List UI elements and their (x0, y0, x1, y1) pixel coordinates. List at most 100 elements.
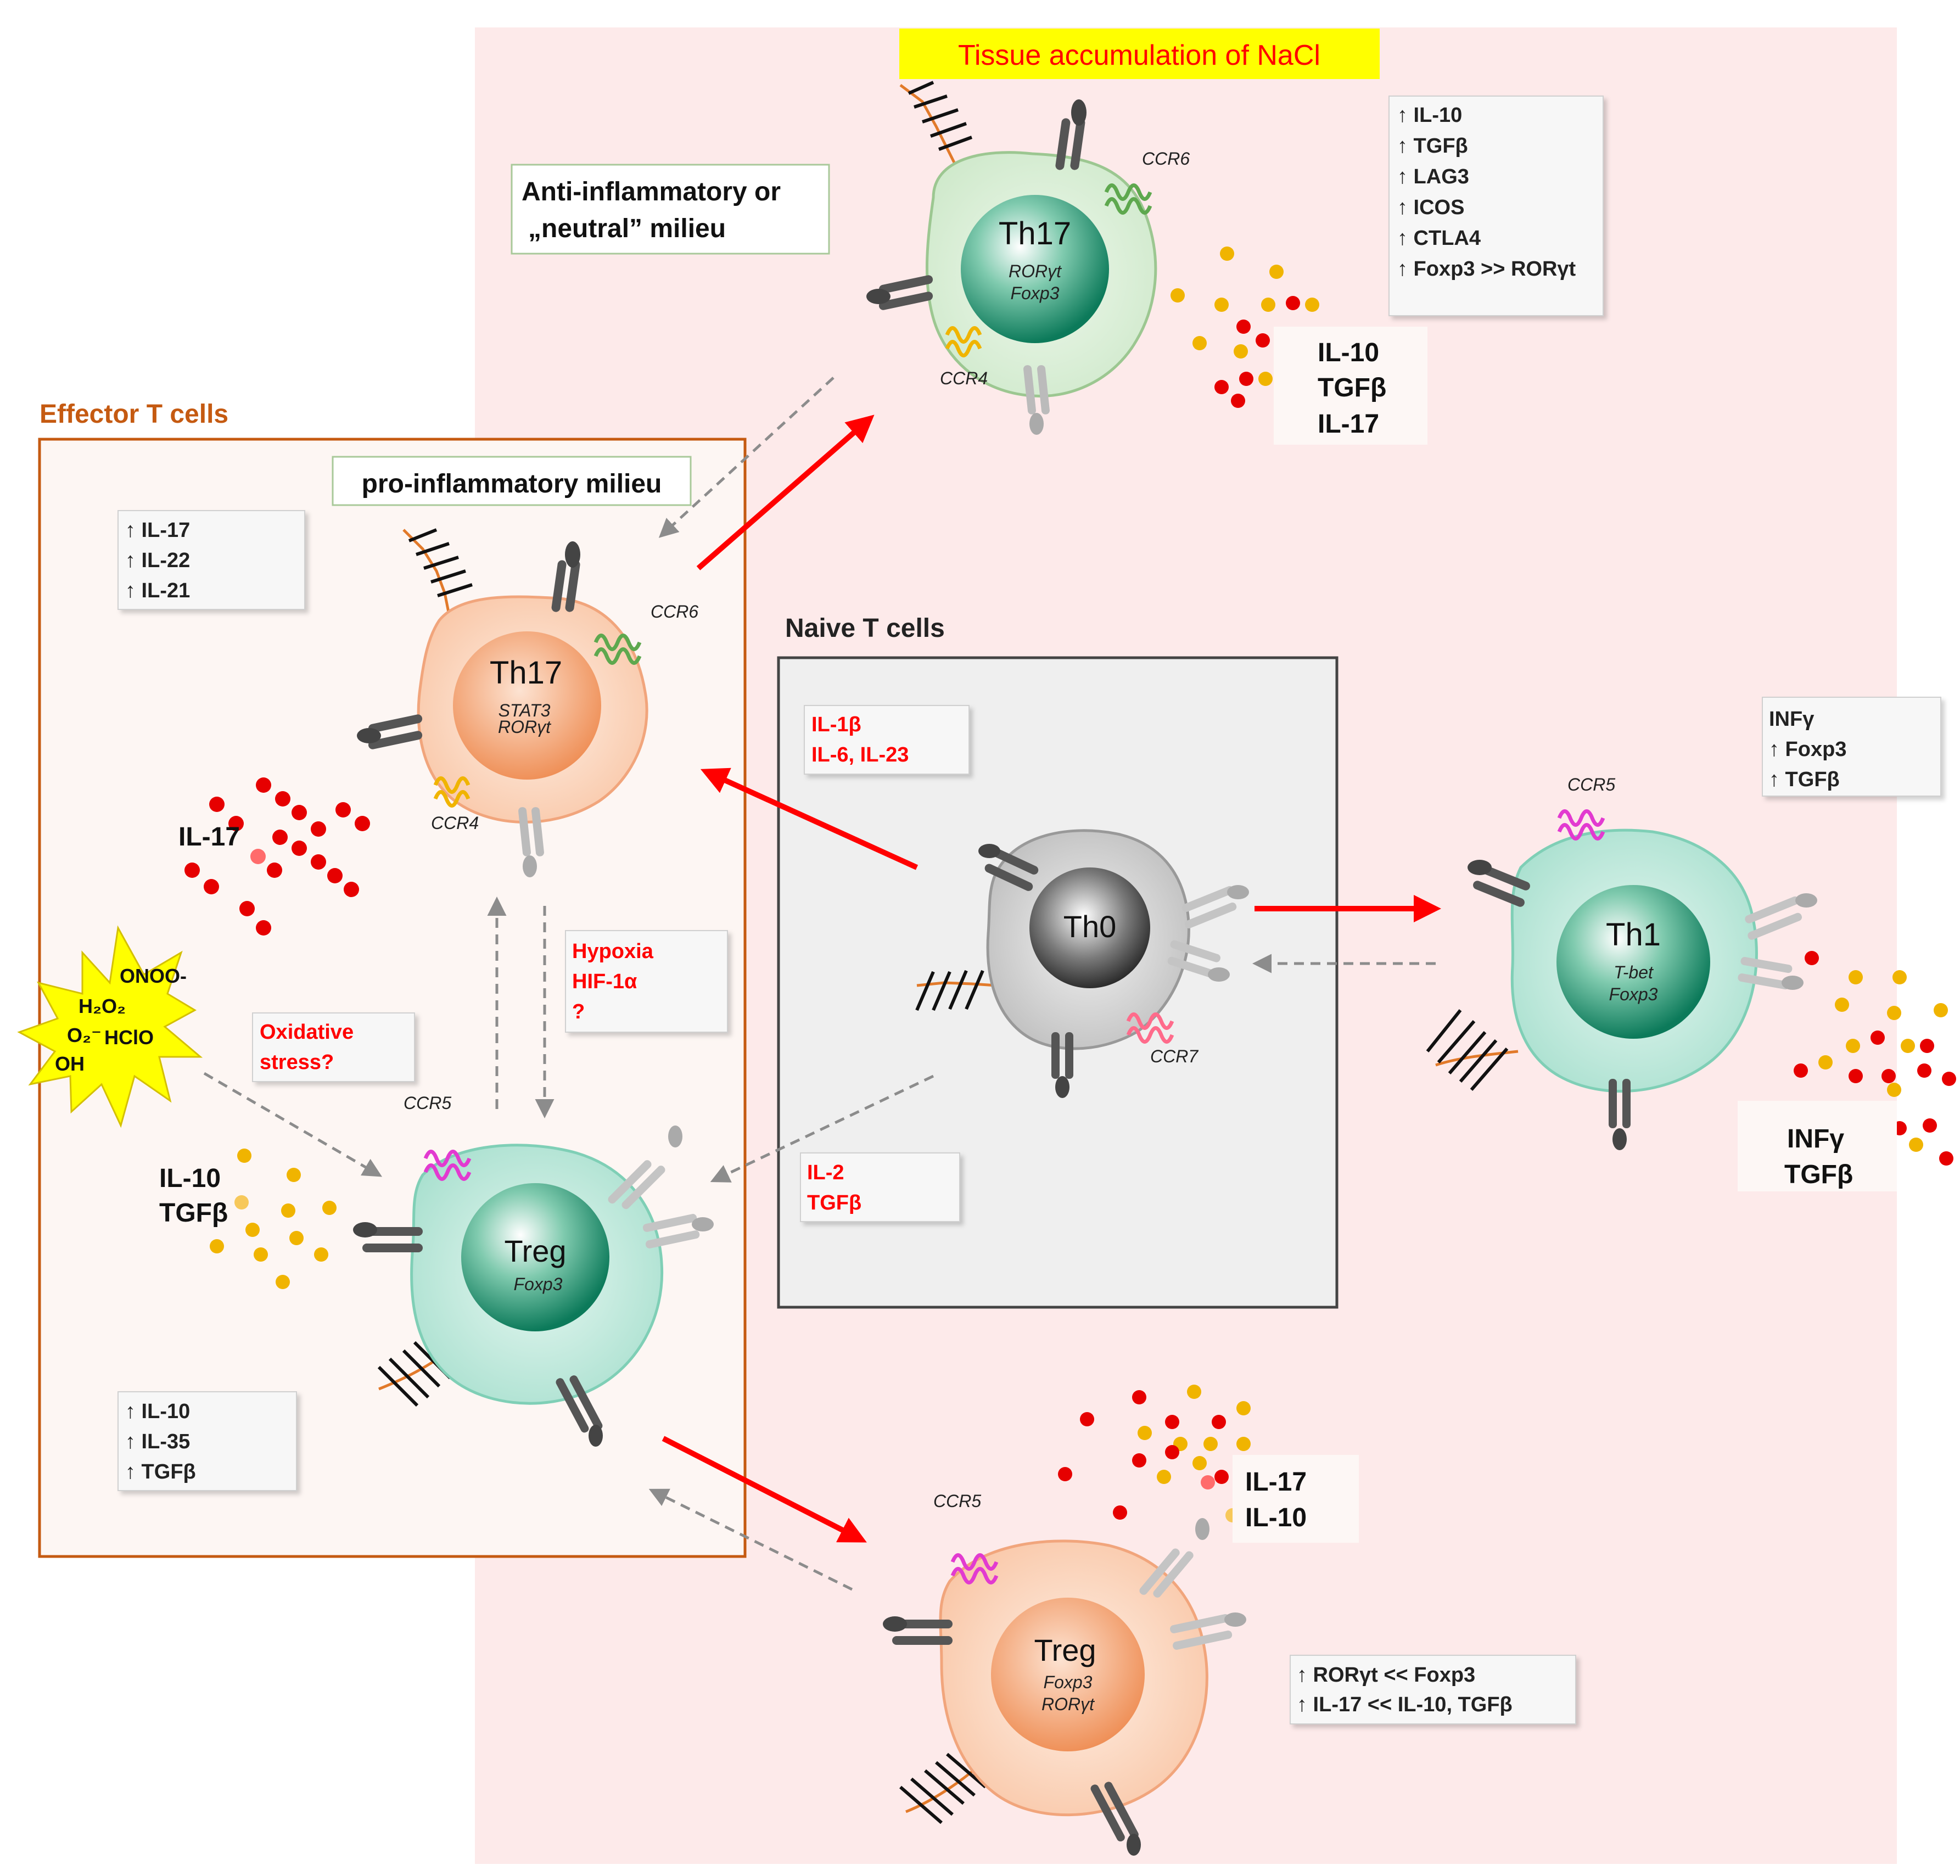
title-banner (899, 29, 1380, 79)
cytokine-th17-salt-2: IL-17 (1318, 410, 1379, 439)
dashed-treg-salt-to-treg (648, 1488, 853, 1591)
hypoxia-line-1: HIF-1α (572, 970, 637, 993)
pro-inflammatory-label: pro-inflammatory milieu (362, 469, 662, 499)
th17-salt-marker-4: ↑ CTLA4 (1397, 227, 1481, 250)
th17-salt-receptor-bottom (1023, 365, 1050, 435)
th1-name: Th1 (1606, 917, 1661, 953)
th17-effector-tcr (402, 529, 452, 621)
dashed-ros-to-treg (203, 1072, 383, 1177)
cytokine-th17-effector-0: IL-17 (178, 822, 240, 852)
th17-salt-marker-2: ↑ LAG3 (1397, 165, 1469, 188)
th0-name: Th0 (1063, 909, 1117, 944)
ros-hclo: HClO (104, 1026, 154, 1049)
cell-treg-salt: Treg Foxp3 RORγt CCR5 (883, 1491, 1246, 1856)
treg-salt-receptor-right-bottom (1170, 1612, 1246, 1650)
th17-effector-receptor-bottom (518, 807, 544, 877)
th0-ccr7-icon (1126, 1012, 1174, 1044)
pro-inflammatory-box (332, 456, 692, 506)
effector-t-cells-label: Effector T cells (40, 400, 228, 429)
treg-salt-line1: Foxp3 (1044, 1672, 1093, 1692)
treg-effector-line1: Foxp3 (514, 1274, 563, 1294)
cytokine-treg-effector-1: TGFβ (159, 1199, 228, 1228)
info-box-th17-effector: ↑ IL-17 ↑ IL-22 ↑ IL-21 (117, 510, 305, 610)
th17-effector-marker-2: ↑ IL-21 (125, 579, 190, 602)
cytokine-label-bg-th1 (1738, 1101, 1897, 1191)
th1-receptor-right-bottom (1738, 957, 1804, 990)
treg-effector-nucleus (461, 1183, 609, 1331)
treg-salt-receptor-bottom (1090, 1782, 1141, 1856)
arrow-th17-effector-to-th17-salt (696, 415, 875, 570)
info-box-th1: INFγ ↑ Foxp3 ↑ TGFβ (1762, 697, 1941, 797)
info-box-th17-inducers: IL-1β IL-6, IL-23 (804, 705, 970, 775)
th0-tcr (916, 981, 997, 987)
treg-effector-receptor-right-bottom (642, 1214, 714, 1248)
th17-salt-marker-3: ↑ ICOS (1397, 196, 1464, 219)
th17-salt-marker-5: ↑ Foxp3 >> RORγt (1397, 257, 1576, 281)
cell-th1: Th1 T-bet Foxp3 CCR5 (1426, 775, 1817, 1150)
treg-effector-name: Treg (504, 1234, 566, 1268)
ros-o2: O₂⁻ (67, 1024, 102, 1046)
cytokine-th1-0: INFγ (1787, 1124, 1844, 1153)
th17-effector-receptor-top (551, 541, 580, 612)
cell-th17-salt: Th17 RORγt Foxp3 CCR6 CCR4 (866, 81, 1190, 435)
treg-effector-receptor-right-top (608, 1125, 682, 1209)
cytokine-th17-salt-1: TGFβ (1318, 373, 1386, 402)
cytokine-dots-th1 (1794, 951, 1956, 1166)
th0-receptor-right-top (1182, 885, 1249, 929)
cell-th17-effector: Th17 STAT3 RORγt CCR6 CCR4 (357, 528, 698, 877)
treg-effector-marker-1: ↑ IL-35 (125, 1430, 190, 1453)
th17-salt-line2: Foxp3 (1011, 283, 1060, 303)
th17-salt-marker-0: ↑ IL-10 (1397, 104, 1462, 127)
th0-receptor-right-bottom (1167, 940, 1230, 982)
th1-marker-0: INFγ (1769, 708, 1814, 731)
th17-salt-name: Th17 (999, 216, 1071, 251)
th17-effector-ccr4-icon (433, 776, 471, 808)
treg-salt-name: Treg (1034, 1633, 1096, 1667)
th17-effector-marker-1: ↑ IL-22 (125, 549, 190, 572)
th17-salt-ccr6-label: CCR6 (1142, 149, 1190, 169)
treg-salt-ccr5-icon (950, 1553, 999, 1584)
th0-ccr7-label: CCR7 (1150, 1046, 1199, 1066)
th17-salt-receptor-left (866, 275, 933, 310)
cytokine-label-bg-th17-salt (1274, 327, 1427, 445)
treg-inducer-1: TGFβ (807, 1191, 861, 1214)
th0-receptor-bottom (1051, 1032, 1073, 1098)
th1-ccr5-label: CCR5 (1567, 775, 1615, 794)
ros-burst-shape (17, 925, 203, 1128)
ros-h2o2: H₂O₂ (79, 995, 126, 1017)
treg-effector-marker-0: ↑ IL-10 (125, 1400, 190, 1423)
th17-salt-nucleus (961, 195, 1109, 343)
info-box-hypoxia: Hypoxia HIF-1α ? (565, 930, 728, 1033)
hypoxia-line-2: ? (572, 1000, 585, 1023)
th1-line2: Foxp3 (1609, 984, 1658, 1004)
info-box-treg-inducers: IL-2 TGFβ (800, 1152, 960, 1222)
treg-effector-marker-2: ↑ TGFβ (125, 1460, 196, 1483)
th17-effector-tcr-hatches (408, 528, 473, 597)
th1-nucleus (1556, 885, 1710, 1039)
treg-salt-ccr5-label: CCR5 (933, 1491, 981, 1511)
cytokine-treg-salt-0: IL-17 (1245, 1468, 1307, 1497)
ros-burst: ONOO- H₂O₂ O₂⁻ HClO OH (17, 925, 203, 1128)
cytokine-label-bg-treg-salt (1233, 1455, 1359, 1543)
cytokine-th17-salt-0: IL-10 (1318, 338, 1379, 367)
treg-effector-ccr5-icon (423, 1150, 472, 1181)
th17-effector-name: Th17 (490, 655, 562, 691)
th1-receptor-right-top (1745, 893, 1817, 940)
th17-effector-line1: STAT3 (499, 701, 551, 720)
cytokine-dots-th17-effector (184, 777, 370, 936)
anti-inflammatory-box (511, 164, 830, 255)
cytokine-th1-1: TGFβ (1784, 1160, 1853, 1189)
th1-marker-2: ↑ TGFβ (1769, 768, 1840, 791)
th17-effector-line2: RORγt (498, 717, 551, 737)
th1-receptor-bottom (1609, 1079, 1631, 1150)
arrow-th0-to-th17 (700, 768, 919, 870)
th0-nucleus (1029, 867, 1150, 988)
effector-t-cells-box (38, 438, 747, 1558)
cytokine-treg-salt-1: IL-10 (1245, 1503, 1307, 1532)
info-box-treg-salt: ↑ RORγt << Foxp3 ↑ IL-17 << IL-10, TGFβ (1290, 1655, 1576, 1724)
cell-treg-effector: Treg Foxp3 CCR5 (353, 1093, 714, 1447)
arrow-treg-effector-to-treg-salt (662, 1436, 867, 1543)
th0-receptor-left (978, 844, 1039, 891)
oxidative-line-1: stress? (260, 1051, 334, 1074)
